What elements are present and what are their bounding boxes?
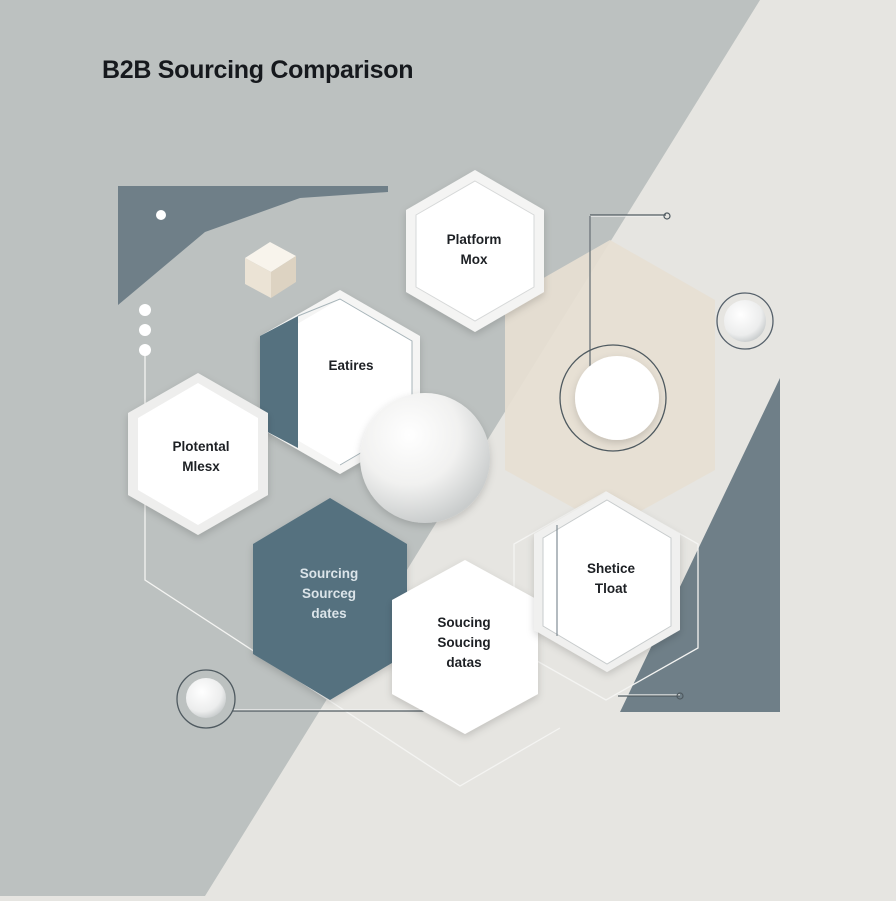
connector-end-dot-top: [663, 212, 671, 220]
page-title: B2B Sourcing Comparison: [102, 56, 414, 84]
node-label-line: Sourcing: [300, 566, 359, 581]
dot-column-2: [139, 324, 151, 336]
connector-end-dot-right: [676, 692, 684, 700]
hex-sourcing-teal[interactable]: [253, 498, 407, 700]
node-label-line: Mlesx: [182, 459, 220, 474]
dot-top-left: [156, 210, 166, 220]
hex-potential-mesx[interactable]: [128, 373, 268, 535]
node-label-line: Tloat: [595, 581, 628, 596]
hex-platform-mox[interactable]: [406, 170, 544, 332]
slate-corner-top-left: [118, 186, 388, 305]
dot-column-3: [139, 344, 151, 356]
node-label-line: Platform: [447, 232, 502, 247]
sphere-bottom-left: [186, 678, 226, 718]
node-label-line: Plotental: [172, 439, 229, 454]
ring-top-right: [716, 292, 774, 350]
hex-shetice-tloat[interactable]: [534, 492, 680, 672]
node-label-line: Soucing: [437, 615, 490, 630]
ring-right: [559, 344, 667, 452]
node-label-line: Soucing: [437, 635, 490, 650]
node-label-line: datas: [446, 655, 481, 670]
sphere-large: [360, 393, 490, 523]
node-label-line: Mox: [461, 252, 488, 267]
node-label-line: Shetice: [587, 561, 636, 576]
node-label-line: dates: [311, 606, 346, 621]
ring-bottom-left: [176, 669, 236, 729]
node-label-features: Eatires: [328, 358, 373, 373]
cube-icon: [245, 242, 296, 298]
node-label-line: Sourceg: [302, 586, 356, 601]
sphere-right: [575, 356, 659, 440]
sphere-top-right: [724, 300, 766, 342]
node-label-line: Eatires: [328, 358, 373, 373]
hex-sourcing-data[interactable]: [392, 560, 538, 734]
dot-column-1: [139, 304, 151, 316]
